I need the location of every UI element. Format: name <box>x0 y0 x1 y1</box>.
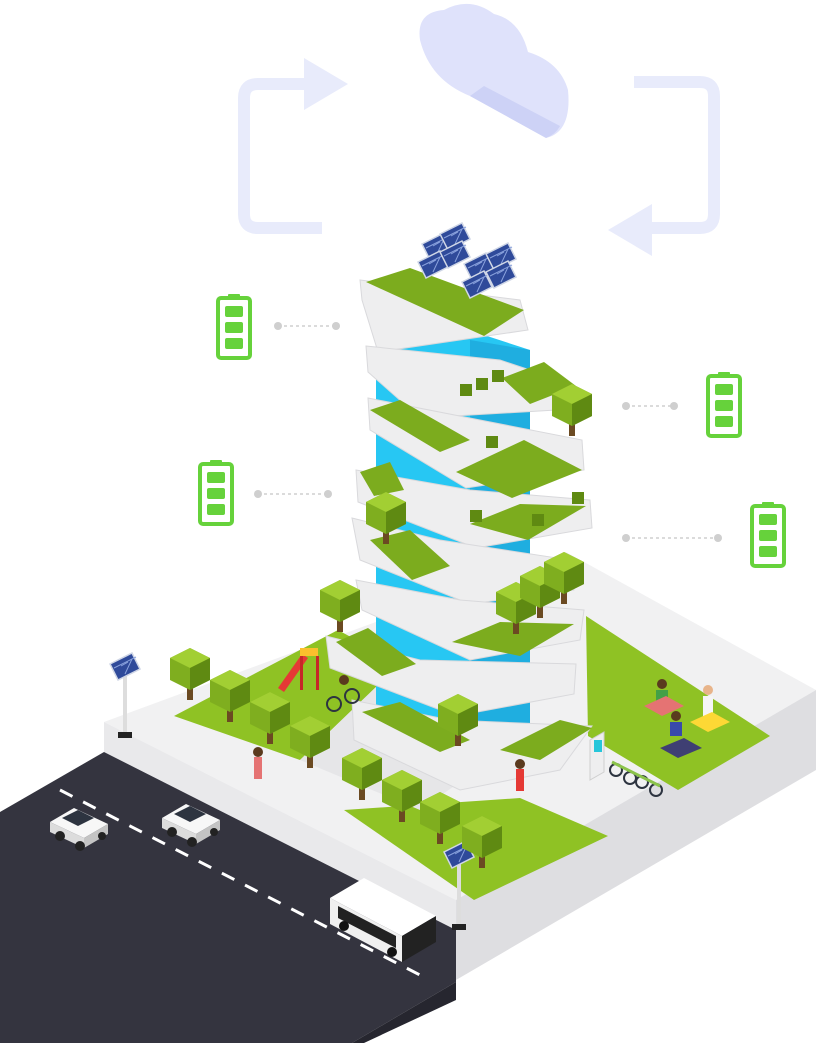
street-lamp-icon <box>443 840 475 930</box>
tree-icon <box>552 384 592 436</box>
battery-icon <box>706 370 742 438</box>
yoga-mat <box>644 696 730 758</box>
tree-icon <box>320 580 360 632</box>
cycle-arrow-left-head-icon <box>304 58 348 110</box>
bike-station-icon <box>589 731 663 797</box>
road <box>0 752 456 1043</box>
battery-icon <box>198 458 234 526</box>
bus-icon <box>330 878 436 962</box>
battery-icon <box>750 500 786 568</box>
cloud-icon <box>419 3 569 138</box>
slide-icon <box>278 648 319 692</box>
battery-icon <box>216 292 252 360</box>
cycle-arrow-icon <box>238 76 720 234</box>
person-icon <box>253 675 713 791</box>
battery-connector <box>254 322 722 542</box>
cycle-arrow-right-head-icon <box>608 204 652 256</box>
green-tower <box>325 268 593 791</box>
street-lamp-icon <box>109 652 141 738</box>
